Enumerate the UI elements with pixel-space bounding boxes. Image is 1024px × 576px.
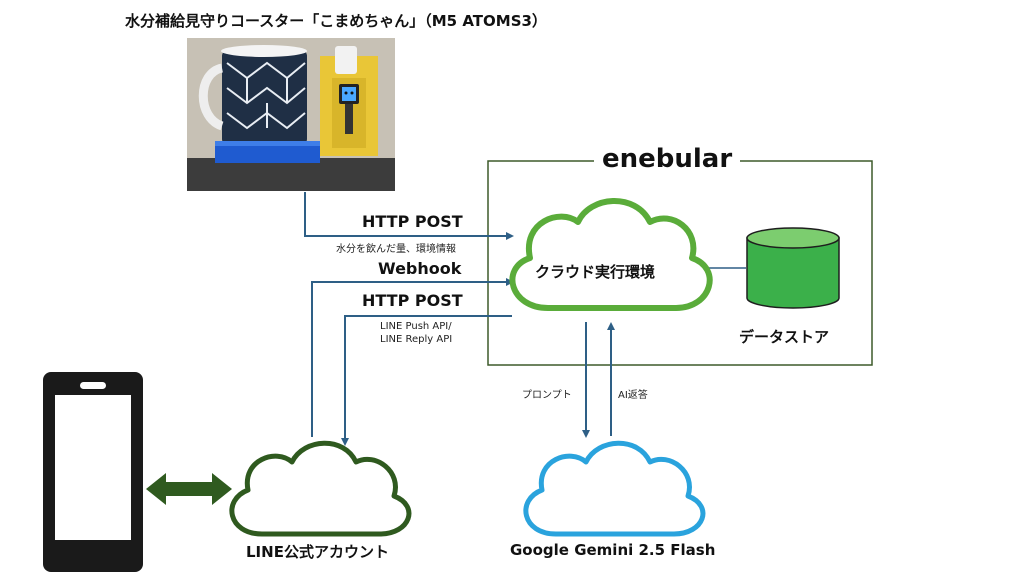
line-post-label: HTTP POST [362,291,463,310]
datastore-cylinder [746,227,840,309]
datastore-label: データストア [739,328,830,346]
webhook-arrow [311,278,514,437]
line-post-detail-2: LINE Reply API [380,334,453,345]
cloud-runtime-label: クラウド実行環境 [535,263,656,281]
line-account-label: LINE公式アカウント [246,543,389,561]
gemini-label: Google Gemini 2.5 Flash [510,541,716,559]
line-post-arrow [341,315,512,446]
line-post-detail-1: LINE Push API/ [380,321,452,332]
diagram-title: 水分補給見守りコースター「こまめちゃん」（M5 ATOMS3） [125,12,547,30]
phone-line-double-arrow [146,473,232,505]
cloud-runtime-shape [509,198,713,311]
cloud-line-shape [229,440,412,537]
prompt-label: プロンプト [522,390,572,401]
webhook-label: Webhook [378,259,462,278]
smartphone [43,372,143,572]
coaster-device-photo [187,38,395,191]
device-post-label: HTTP POST [362,212,463,231]
device-post-arrow [304,192,514,240]
device-post-detail: 水分を飲んだ量、環境情報 [336,244,456,255]
ai-reply-label: AI返答 [618,390,648,401]
enebular-label: enebular [594,144,741,174]
cloud-gemini-shape [523,440,706,537]
